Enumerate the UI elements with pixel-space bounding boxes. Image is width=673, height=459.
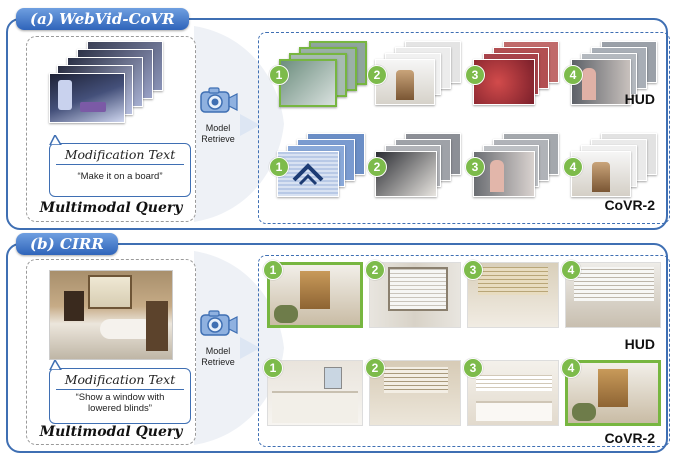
rank-badge: 4 [561,358,581,378]
model-retrieve: Model Retrieve [190,84,246,145]
result-item: 4 [563,133,659,197]
row-label-hud: HUD [624,336,655,352]
rank-badge: 2 [367,157,387,177]
retrieve-label-retrieve: Retrieve [201,134,235,144]
result-item: 2 [365,260,461,328]
modification-title: Modification Text [56,147,184,165]
result-item: 4 [561,260,661,328]
row-label-covr2: CoVR-2 [604,197,655,213]
rank-badge: 4 [561,260,581,280]
row-label-covr2: CoVR-2 [604,430,655,446]
arrow-right-icon [240,337,260,359]
rank-badge: 1 [269,65,289,85]
panel-tag-webvid-covr: (a) WebVid-CoVR [16,8,189,30]
retrieve-label-model: Model [205,346,231,356]
result-item: 1 [263,260,363,328]
rank-badge: 1 [269,157,289,177]
result-item: 1 [263,358,363,426]
result-item: 2 [365,358,461,426]
results-row-covr2: 1 2 3 4 CoVR [263,358,663,446]
rank-badge: 2 [365,358,385,378]
rank-badge: 3 [463,358,483,378]
modification-text-box: Modification Text “Make it on a board” [49,135,191,197]
query-box: Modification Text “Make it on a board” M… [26,36,196,222]
rank-badge: 3 [465,65,485,85]
rank-badge: 1 [263,358,283,378]
modification-text-line1: “Show a window with [75,392,165,403]
results-row-hud: 1 2 3 [263,41,663,107]
camera-search-icon [200,87,238,113]
rank-badge: 4 [563,65,583,85]
query-image [49,270,173,360]
model-retrieve: Model Retrieve [190,307,246,368]
result-item: 2 [367,133,463,197]
result-item: 2 [367,41,463,105]
result-item: 1 [269,41,367,107]
multimodal-query-title: Multimodal Query [39,424,183,440]
multimodal-query-title: Multimodal Query [39,200,183,216]
rank-badge: 3 [465,157,485,177]
modification-text-box: Modification Text “Show a window with lo… [49,360,191,424]
rank-badge: 2 [367,65,387,85]
results-container: 1 2 3 4 HUD [258,255,670,447]
query-cone [194,26,284,222]
modification-title: Modification Text [56,372,184,390]
row-label-hud: HUD [624,91,655,107]
rank-badge: 1 [263,260,283,280]
results-container: 1 2 3 [258,32,670,224]
retrieve-label-model: Model [205,123,231,133]
modification-text-line2: lowered blinds” [88,403,152,414]
rank-badge: 2 [365,260,385,280]
panel-tag-cirr: (b) CIRR [16,233,118,255]
results-row-hud: 1 2 3 4 HUD [263,260,663,352]
modification-text: “Make it on a board” [77,171,163,182]
query-box: Modification Text “Show a window with lo… [26,259,196,445]
panel-cirr: Modification Text “Show a window with lo… [6,243,670,453]
query-cone [194,251,284,445]
camera-search-icon [200,310,238,336]
result-item: 4 [561,358,661,426]
result-item: 1 [269,133,365,197]
rank-badge: 4 [563,157,583,177]
results-row-covr2: 1 2 3 [263,133,663,213]
panel-webvid-covr: Modification Text “Make it on a board” M… [6,18,670,230]
rank-badge: 3 [463,260,483,280]
result-item: 3 [463,358,559,426]
arrow-right-icon [240,114,260,136]
result-item: 3 [465,133,561,197]
result-item: 3 [463,260,559,328]
retrieve-label-retrieve: Retrieve [201,357,235,367]
result-item: 4 [563,41,659,105]
result-item: 3 [465,41,561,105]
query-video-frames [49,41,169,123]
